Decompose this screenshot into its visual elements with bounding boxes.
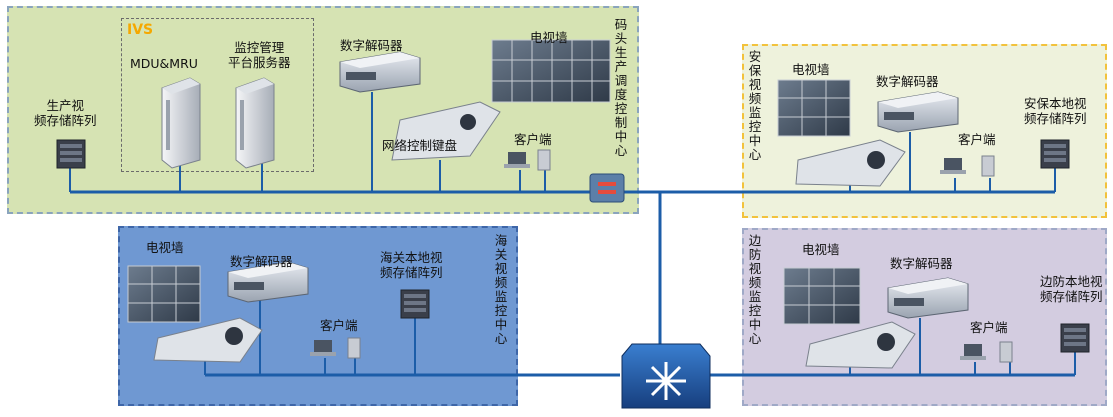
storage-array-icon [1040,139,1070,169]
border-zone-title: 边防视频监控中心 [748,233,762,346]
security-storage-label: 安保本地视 频存储阵列 [1024,96,1087,126]
border-client-label: 客户端 [970,320,1008,335]
security-storage-line1: 安保本地视 [1024,96,1087,111]
dock-zone-title: 码头生产调度控制中心 [614,17,628,158]
platform-server-label: 监控管理 平台服务器 [228,40,291,70]
decoder-icon [227,261,309,303]
control-keyboard-icon [153,317,263,363]
security-client-label: 客户端 [958,132,996,147]
customs-decoder-label: 数字解码器 [230,254,293,269]
client-pc-icon [940,155,995,177]
client-pc-icon [960,341,1013,363]
border-storage-line1: 边防本地视 [1040,274,1103,289]
border-storage-line2: 频存储阵列 [1040,289,1103,304]
platform-label-line2: 平台服务器 [228,55,291,70]
tv-wall-icon [127,265,201,323]
storage-array-icon [56,139,86,169]
storage-array-icon [400,289,430,319]
customs-storage-label: 海关本地视 频存储阵列 [380,250,443,280]
dock-storage-label: 生产视 频存储阵列 [34,98,97,128]
mdu-mru-label: MDU&MRU [130,56,198,71]
security-storage-line2: 频存储阵列 [1024,111,1087,126]
router-icon [589,173,625,203]
customs-client-label: 客户端 [320,318,358,333]
platform-label-line1: 监控管理 [234,40,285,55]
border-tvwall-label: 电视墙 [802,242,840,257]
ivs-group [121,18,314,172]
server-icon [161,77,201,169]
security-decoder-label: 数字解码器 [876,74,939,89]
dock-storage-line1: 生产视 [46,98,85,113]
control-keyboard-icon [795,139,906,187]
border-decoder-label: 数字解码器 [890,256,953,271]
dock-client-label: 客户端 [514,132,552,147]
security-zone-title: 安保视频监控中心 [748,49,762,162]
dock-keyboard-label: 网络控制键盘 [382,138,458,153]
customs-storage-line1: 海关本地视 [380,250,443,265]
ivs-title: IVS [127,22,154,38]
control-keyboard-icon [805,321,916,369]
server-icon [235,77,275,169]
decoder-icon [877,91,959,133]
customs-storage-line2: 频存储阵列 [380,265,443,280]
tv-wall-icon [777,79,851,137]
tv-wall-icon [491,39,611,103]
decoder-icon [339,51,421,93]
dock-storage-line2: 频存储阵列 [34,113,97,128]
dock-tvwall-label: 电视墙 [530,30,568,45]
core-switch-icon [621,343,711,409]
security-tvwall-label: 电视墙 [792,62,830,77]
tv-wall-icon [783,267,861,325]
customs-zone-title: 海关视频监控中心 [494,233,508,346]
client-pc-icon [504,149,551,171]
control-keyboard-icon [391,101,501,161]
border-storage-label: 边防本地视 频存储阵列 [1040,274,1103,304]
dock-decoder-label: 数字解码器 [340,38,403,53]
decoder-icon [887,277,969,319]
client-pc-icon [310,337,361,359]
storage-array-icon [1060,323,1090,353]
customs-tvwall-label: 电视墙 [146,240,184,255]
